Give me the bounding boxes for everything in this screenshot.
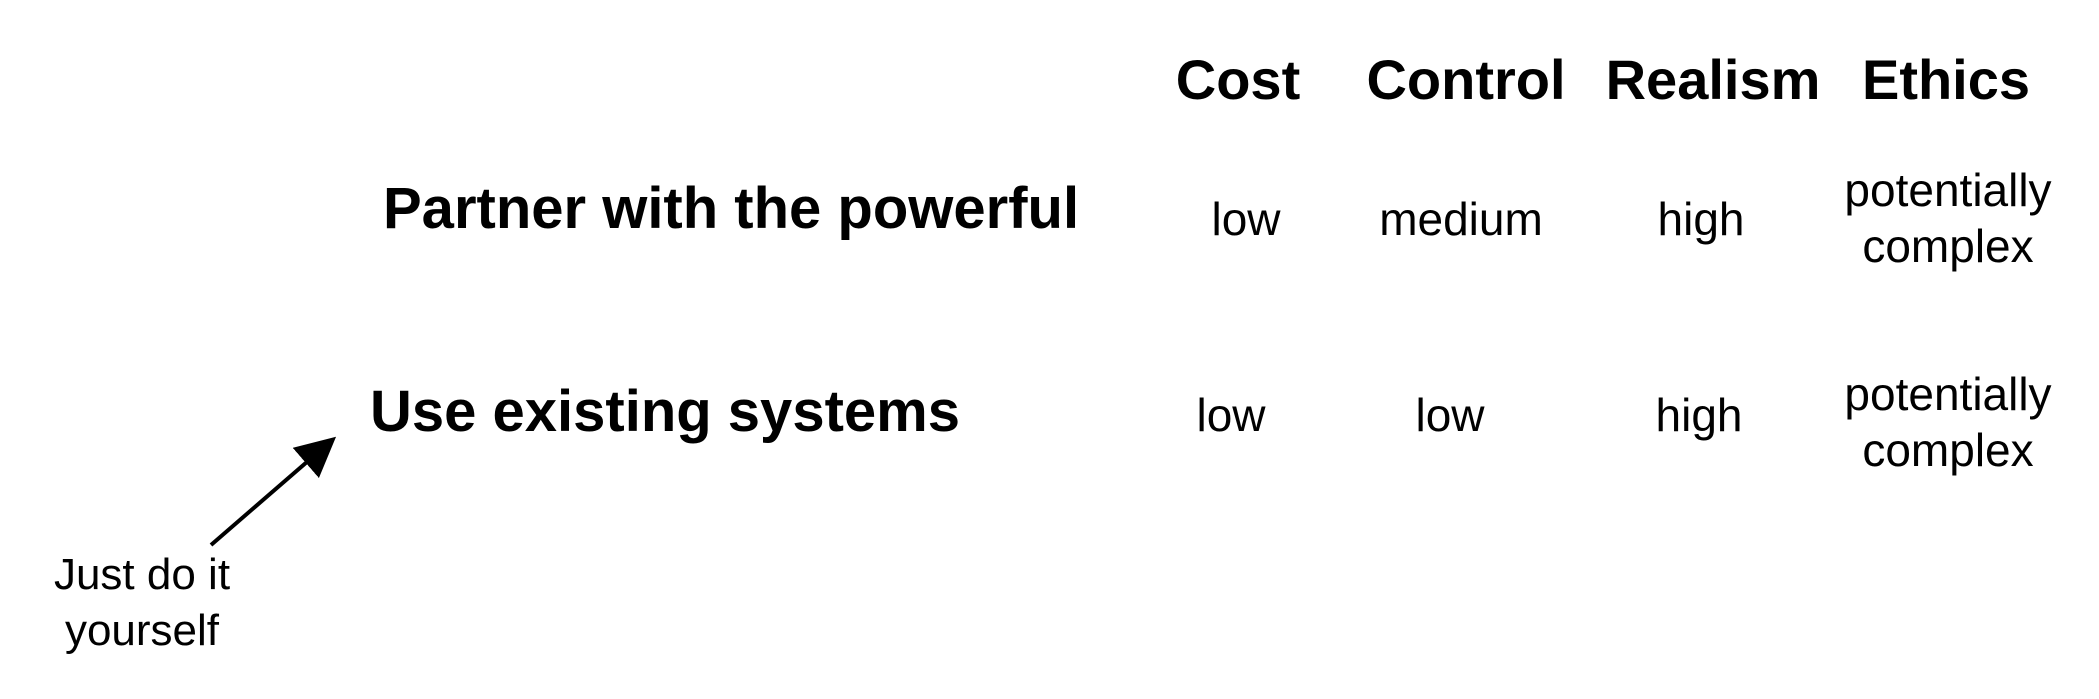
- cell-row2-ethics: potentially complex: [1818, 366, 2078, 478]
- column-header-cost: Cost: [1175, 48, 1301, 111]
- cell-row1-ethics-line2: complex: [1862, 220, 2034, 272]
- cell-row1-ethics-line1: potentially: [1844, 164, 2052, 216]
- annotation-line1: Just do it: [53, 550, 231, 599]
- column-header-ethics: Ethics: [1861, 48, 2031, 111]
- column-header-control: Control: [1366, 48, 1566, 111]
- cell-row2-cost: low: [1196, 389, 1266, 441]
- cell-row2-control: low: [1415, 389, 1485, 441]
- cell-row2-ethics-line1: potentially: [1844, 368, 2052, 420]
- row-label-use-existing-systems: Use existing systems: [370, 379, 960, 444]
- cell-row2-realism: high: [1655, 389, 1743, 441]
- cell-row1-control: medium: [1379, 193, 1543, 245]
- cell-row2-ethics-line2: complex: [1862, 424, 2034, 476]
- cell-row1-realism: high: [1657, 193, 1745, 245]
- annotation-line2: yourself: [64, 606, 220, 655]
- cell-row1-ethics: potentially complex: [1818, 162, 2078, 274]
- row-label-partner-with-the-powerful: Partner with the powerful: [383, 176, 1080, 241]
- annotation-just-do-it-yourself: Just do it yourself: [12, 547, 272, 659]
- column-header-realism: Realism: [1605, 48, 1821, 111]
- cell-row1-cost: low: [1211, 193, 1281, 245]
